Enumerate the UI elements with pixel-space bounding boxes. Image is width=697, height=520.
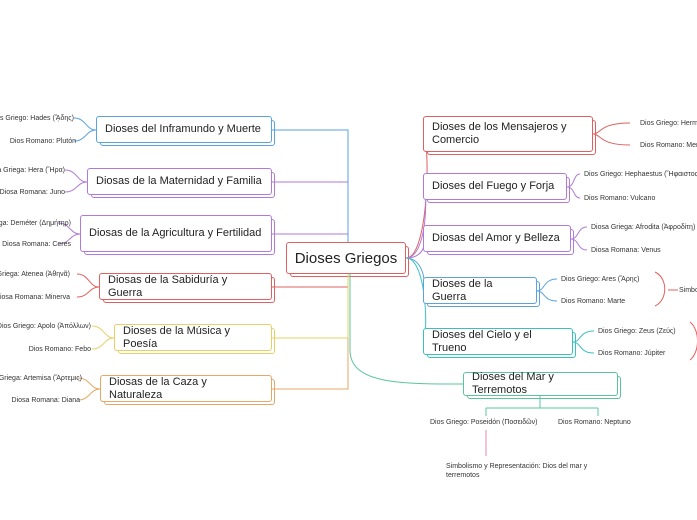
- link-leaf-right-1b: [566, 186, 581, 199]
- link-leaf-left-0a: [73, 117, 97, 131]
- leaf-mercurio: Dios Romano: Mercurio: [640, 142, 697, 149]
- link-leaf-left-1a: [64, 169, 88, 183]
- link-leaf-right-3a: [536, 278, 558, 292]
- topic-caza[interactable]: Diosas de la Caza y Naturaleza: [100, 375, 275, 405]
- leaf-poseidon: Dios Griego: Poseidón (Ποσειδῶν): [430, 419, 538, 426]
- link-leaf-right-4a: [572, 330, 595, 343]
- link-leaf-left-5a: [77, 377, 101, 390]
- link-leaf-left-3a: [76, 273, 100, 288]
- link-leaf-left-4b: [91, 337, 115, 350]
- link-leaf-right-2b: [570, 238, 588, 251]
- leaf-marte: Dios Romano: Marte: [561, 298, 626, 305]
- topic-label: Dioses de la Música y Poesía: [123, 324, 230, 350]
- leaf-demeter: Diosa Griega: Deméter (Δημήτηρ): [0, 220, 71, 227]
- leaf-apolo: Dios Griego: Apolo (Ἀπόλλων): [0, 323, 91, 330]
- link-amor: [405, 238, 425, 259]
- leaf-minerva: Diosa Romana: Minerva: [0, 294, 70, 301]
- leaf-neptuno: Dios Romano: Neptuno: [558, 419, 631, 426]
- leaf-juno: Diosa Romana: Juno: [0, 189, 65, 196]
- link-leaf-right-3b: [536, 290, 558, 302]
- link-leaf-left-2b: [57, 233, 81, 245]
- topic-label: Dioses del Mar y Terremotos: [472, 371, 554, 396]
- leaf-vulcano: Dios Romano: Vulcano: [584, 195, 656, 202]
- leaf-zeus: Dios Griego: Zeus (Ζεύς): [598, 328, 676, 335]
- leaf-diana: Diosa Romana: Diana: [11, 397, 80, 404]
- leaf-venus: Diosa Romana: Venus: [591, 247, 661, 254]
- brace-cielo: [689, 321, 697, 361]
- link-caza: [272, 338, 349, 390]
- topic-label: Diosas de la Maternidad y Familia: [96, 175, 262, 187]
- link-leaf-left-4a: [91, 325, 115, 339]
- link-leaf-right-0b: [592, 133, 631, 146]
- leaf-atenea: Diosa Griega: Atenea (Ἀθηνᾶ): [0, 271, 70, 278]
- leaf-hephaestus: Dios Griego: Hephaestus (Ἥφαιστος): [584, 171, 697, 178]
- link-mar: [349, 274, 464, 385]
- link-leaf-left-3b: [76, 286, 100, 298]
- topic-label: Diosas de la Agricultura y Fertilidad: [89, 227, 262, 239]
- leaf-ares: Dios Griego: Ares (Ἄρης): [561, 276, 640, 283]
- topic-guerra[interactable]: Dioses de la Guerra: [423, 277, 540, 307]
- topic-sabiduria[interactable]: Diosas de la Sabiduría y Guerra: [99, 273, 275, 303]
- link-leaf-right-1a: [566, 173, 581, 188]
- topic-mensajeros[interactable]: Dioses de los Mensajeros y Comercio: [423, 116, 596, 155]
- leaf-hera: Diosa Griega: Hera (Ἥρα): [0, 167, 65, 174]
- link-leaf-left-5b: [77, 388, 101, 401]
- link-leaf-left-2a: [57, 222, 81, 235]
- topic-label: Dioses de los Mensajeros y Comercio: [432, 121, 567, 146]
- topic-fuego[interactable]: Dioses del Fuego y Forja: [423, 173, 570, 203]
- topic-label: Dioses de la Guerra: [432, 277, 493, 303]
- leaf-hades: Dios Griego: Hades (ᾍδης): [0, 115, 74, 122]
- topic-amor[interactable]: Diosas del Amor y Belleza: [423, 225, 574, 255]
- leaf-simbolismo: Simbolismo: [679, 287, 697, 294]
- topic-label: Dioses del Fuego y Forja: [432, 180, 555, 192]
- leaf-pluton: Dios Romano: Plutón: [9, 138, 76, 145]
- leaf-hermes: Dios Griego: Hermes (Ἑρμῆς): [640, 120, 697, 127]
- link-leaf-left-0b: [73, 129, 97, 142]
- topic-inframundo[interactable]: Dioses del Inframundo y Muerte: [96, 116, 275, 146]
- brace-guerra: [654, 271, 666, 307]
- link-leaf-left-1b: [64, 181, 88, 193]
- link-leaf-right-4b: [572, 341, 595, 354]
- topic-musica[interactable]: Dioses de la Música y Poesía: [114, 324, 275, 354]
- link-inframundo: [272, 129, 349, 259]
- leaf-afrodita: Diosa Griega: Afrodita (Ἀφροδίτη): [591, 224, 696, 231]
- topic-label: Diosas de la Sabiduría y Guerra: [108, 273, 228, 299]
- link-guerra: [405, 257, 425, 292]
- topic-label: Dioses del Inframundo y Muerte: [105, 123, 261, 135]
- central-topic[interactable]: Dioses Griegos: [286, 242, 409, 277]
- leaf-jupiter: Dios Romano: Júpiter: [598, 350, 666, 357]
- topic-agricultura[interactable]: Diosas de la Agricultura y Fertilidad: [80, 215, 275, 255]
- topic-maternidad[interactable]: Diosas de la Maternidad y Familia: [87, 168, 275, 198]
- topic-label: Dioses del Cielo y el Trueno: [432, 328, 532, 354]
- central-topic-label: Dioses Griegos: [294, 249, 398, 267]
- topic-mar[interactable]: Dioses del Mar y Terremotos: [463, 371, 621, 399]
- leaf-artemisa: Diosa Griega: Artemisa (Ἄρτεμις): [0, 375, 82, 382]
- leaf-ceres: Diosa Romana: Ceres: [2, 241, 71, 248]
- topic-label: Diosas de la Caza y Naturaleza: [109, 375, 207, 401]
- link-mar-leaves: [485, 396, 599, 416]
- topic-cielo[interactable]: Dioses del Cielo y el Trueno: [423, 328, 576, 358]
- link-leaf-right-0a: [592, 122, 631, 135]
- link-leaf-right-2a: [570, 226, 588, 240]
- leaf-febo: Dios Romano: Febo: [28, 346, 91, 353]
- leaf-mar-note: Simbolismo y Representación: Dios del ma…: [446, 463, 588, 479]
- topic-label: Diosas del Amor y Belleza: [432, 232, 560, 244]
